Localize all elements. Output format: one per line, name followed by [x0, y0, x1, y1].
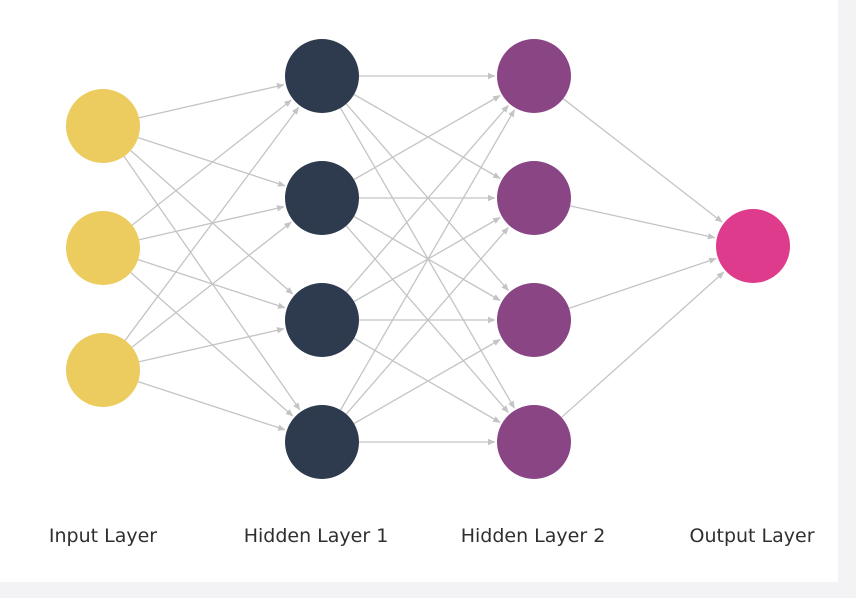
input-neuron-3	[66, 333, 140, 407]
connection-input-3-to-hidden1-3	[138, 327, 285, 363]
hidden2-neuron-3	[497, 283, 571, 357]
output-layer-label: Output Layer	[689, 525, 815, 547]
connection-input-3-to-hidden1-2	[131, 221, 292, 348]
connection-input-2-to-hidden1-3	[137, 258, 286, 309]
hidden1-neuron-1	[285, 39, 359, 113]
connection-input-1-to-hidden1-3	[130, 150, 294, 295]
hidden1-neuron-3	[285, 283, 359, 357]
connection-input-3-to-hidden1-1	[124, 106, 300, 341]
connection-hidden1-1-to-hidden2-2	[353, 93, 501, 180]
connection-hidden1-2-to-hidden2-1	[353, 94, 501, 181]
connection-hidden2-1-to-output-1	[562, 98, 723, 223]
connection-hidden2-4-to-output-1	[561, 271, 725, 418]
hidden-layer-1-label: Hidden Layer 1	[243, 525, 389, 547]
connection-hidden1-4-to-hidden2-3	[353, 338, 501, 425]
connection-hidden1-2-to-hidden2-3	[353, 215, 501, 302]
input-neuron-2	[66, 211, 140, 285]
hidden2-neuron-1	[497, 39, 571, 113]
hidden1-neuron-2	[285, 161, 359, 235]
hidden-layer-2-label: Hidden Layer 2	[460, 525, 606, 547]
connection-input-2-to-hidden1-1	[131, 99, 292, 226]
connection-hidden1-2-to-hidden2-4	[345, 225, 509, 414]
hidden2-neuron-4	[497, 405, 571, 479]
connection-hidden2-2-to-output-1	[569, 205, 716, 240]
connection-hidden1-3-to-hidden2-1	[345, 104, 509, 293]
connection-input-1-to-hidden1-1	[138, 83, 285, 119]
connection-hidden1-4-to-hidden2-2	[345, 226, 509, 415]
connections-group	[123, 72, 725, 446]
neurons-group	[66, 39, 790, 479]
hidden2-neuron-2	[497, 161, 571, 235]
connection-input-1-to-hidden1-2	[137, 136, 286, 187]
connection-hidden2-3-to-output-1	[568, 257, 717, 309]
diagram-panel	[0, 0, 838, 582]
input-neuron-1	[66, 89, 140, 163]
connection-hidden1-3-to-hidden2-4	[353, 337, 501, 424]
connection-hidden1-1-to-hidden2-3	[345, 103, 509, 292]
output-neuron-1	[716, 209, 790, 283]
connection-input-3-to-hidden1-4	[137, 380, 286, 431]
connection-input-2-to-hidden1-4	[130, 272, 294, 417]
connection-hidden1-4-to-hidden2-1	[339, 109, 516, 411]
input-layer-label: Input Layer	[48, 525, 158, 547]
hidden1-neuron-4	[285, 405, 359, 479]
